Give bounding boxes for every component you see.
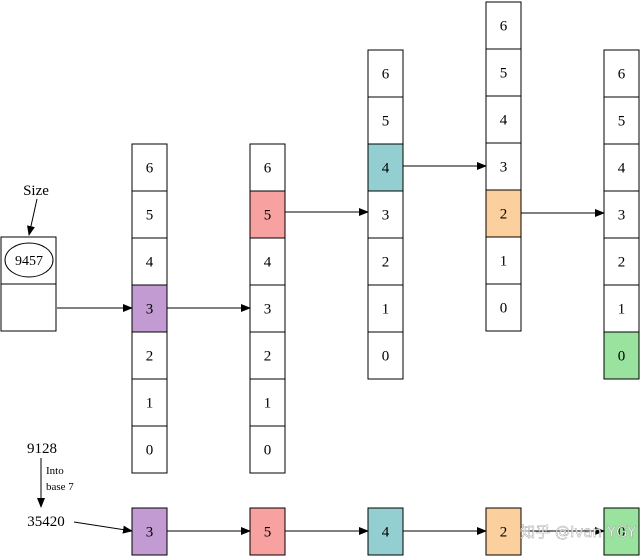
column-5-cell-2 bbox=[603, 237, 640, 286]
column-1-cell-label-1: 1 bbox=[146, 396, 154, 412]
result-to-digits-arrow bbox=[73, 521, 133, 534]
column-3-cell-label-3: 3 bbox=[382, 208, 390, 224]
digit-5-box bbox=[603, 507, 640, 556]
size-label: Size bbox=[23, 183, 49, 199]
column-5: 0 1 2 3 4 5 6 bbox=[603, 49, 640, 380]
column-1-cell-5 bbox=[131, 190, 168, 239]
column-4-cell-label-2: 2 bbox=[500, 207, 508, 223]
digit-1: 3 bbox=[131, 507, 168, 556]
column-4-cell-label-6: 6 bbox=[500, 19, 508, 35]
column-1-cell-2 bbox=[131, 331, 168, 380]
column-3-cell-label-6: 6 bbox=[382, 67, 390, 83]
column-1-cell-4 bbox=[131, 237, 168, 286]
conversion-note-line2: base 7 bbox=[46, 481, 74, 493]
digit-2-label: 5 bbox=[264, 525, 272, 541]
column-4: 0 1 2 3 4 5 6 bbox=[485, 1, 522, 332]
column-2-cell-0 bbox=[249, 425, 286, 474]
column-4-cell-label-4: 4 bbox=[500, 113, 508, 129]
column-1-cell-label-0: 0 bbox=[146, 443, 154, 459]
result-number: 35420 bbox=[27, 514, 65, 530]
column-2-cell-label-0: 0 bbox=[264, 443, 272, 459]
column-2-cell-4 bbox=[249, 237, 286, 286]
size-arrow bbox=[27, 198, 38, 236]
column-4-cell-1 bbox=[485, 236, 522, 285]
column-2-cell-3 bbox=[249, 284, 286, 333]
column-5-cell-4 bbox=[603, 143, 640, 192]
digit-2: 5 bbox=[249, 507, 286, 556]
column-5-cell-label-3: 3 bbox=[618, 208, 626, 224]
column-1-cell-label-5: 5 bbox=[146, 208, 154, 224]
column-5-cell-label-0: 0 bbox=[618, 349, 626, 365]
digit-1-label: 3 bbox=[146, 525, 154, 541]
column-1-cell-label-3: 3 bbox=[146, 302, 154, 318]
column-2-cell-label-1: 1 bbox=[264, 396, 272, 412]
input-number: 9128 bbox=[27, 441, 57, 457]
column-3-cell-label-5: 5 bbox=[382, 114, 390, 130]
digit-4-label: 2 bbox=[500, 525, 508, 541]
column-4-cell-3 bbox=[485, 142, 522, 191]
column-5-cell-1 bbox=[603, 284, 640, 333]
column-1-cell-1 bbox=[131, 378, 168, 427]
column-5-cell-6 bbox=[603, 49, 640, 98]
column-1-cell-6 bbox=[131, 143, 168, 192]
digit-3: 4 bbox=[367, 507, 404, 556]
size-value-ellipse bbox=[4, 242, 54, 278]
column-groups: 0 1 2 3 4 5 6 0 1 2 3 4 5 6 0 1 2 3 4 5 6 0 1 2 3 4 5 6 0 1 2 3 4 5 6 bbox=[131, 1, 640, 474]
column-5-cell-label-5: 5 bbox=[618, 114, 626, 130]
column-4-cell-label-3: 3 bbox=[500, 160, 508, 176]
column-3-cell-label-4: 4 bbox=[382, 161, 390, 177]
column-3-cell-2 bbox=[367, 237, 404, 286]
column-3-cell-1 bbox=[367, 284, 404, 333]
column-4-cell-label-5: 5 bbox=[500, 66, 508, 82]
column-3-cell-label-0: 0 bbox=[382, 349, 390, 365]
root-pointer-cell bbox=[0, 283, 57, 332]
column-4-cell-6 bbox=[485, 1, 522, 50]
column-3-cell-label-2: 2 bbox=[382, 255, 390, 271]
column-1-cell-label-4: 4 bbox=[146, 255, 154, 271]
column-3-cell-4 bbox=[367, 143, 404, 192]
digit-5: 0 bbox=[603, 507, 640, 556]
column-5-cell-label-2: 2 bbox=[618, 255, 626, 271]
column-5-cell-label-6: 6 bbox=[618, 67, 626, 83]
digit-4: 2 bbox=[485, 507, 522, 556]
column-3-cell-6 bbox=[367, 49, 404, 98]
column-5-cell-3 bbox=[603, 190, 640, 239]
watermark: 知乎 @Ivan YGY bbox=[520, 523, 637, 541]
column-4-cell-5 bbox=[485, 48, 522, 97]
column-1-cell-label-6: 6 bbox=[146, 161, 154, 177]
column-2-cell-label-2: 2 bbox=[264, 349, 272, 365]
column-1: 0 1 2 3 4 5 6 bbox=[131, 143, 168, 474]
column-3: 0 1 2 3 4 5 6 bbox=[367, 49, 404, 380]
column-2-cell-6 bbox=[249, 143, 286, 192]
column-1-cell-label-2: 2 bbox=[146, 349, 154, 365]
column-5-cell-label-4: 4 bbox=[618, 161, 626, 177]
column-2-cell-label-3: 3 bbox=[264, 302, 272, 318]
column-2: 0 1 2 3 4 5 6 bbox=[249, 143, 286, 474]
column-3-cell-0 bbox=[367, 331, 404, 380]
conversion-note-line1: Into bbox=[46, 465, 64, 477]
digit-3-label: 4 bbox=[382, 525, 390, 541]
column-2-cell-label-6: 6 bbox=[264, 161, 272, 177]
column-5-cell-5 bbox=[603, 96, 640, 145]
column-5-cell-label-1: 1 bbox=[618, 302, 626, 318]
column-4-cell-label-0: 0 bbox=[500, 301, 508, 317]
column-2-cell-label-4: 4 bbox=[264, 255, 272, 271]
column-3-cell-label-1: 1 bbox=[382, 302, 390, 318]
column-2-cell-label-5: 5 bbox=[264, 208, 272, 224]
column-4-cell-label-1: 1 bbox=[500, 254, 508, 270]
column-2-cell-2 bbox=[249, 331, 286, 380]
size-value: 9457 bbox=[15, 254, 43, 269]
digit-5-label: 0 bbox=[618, 525, 626, 541]
